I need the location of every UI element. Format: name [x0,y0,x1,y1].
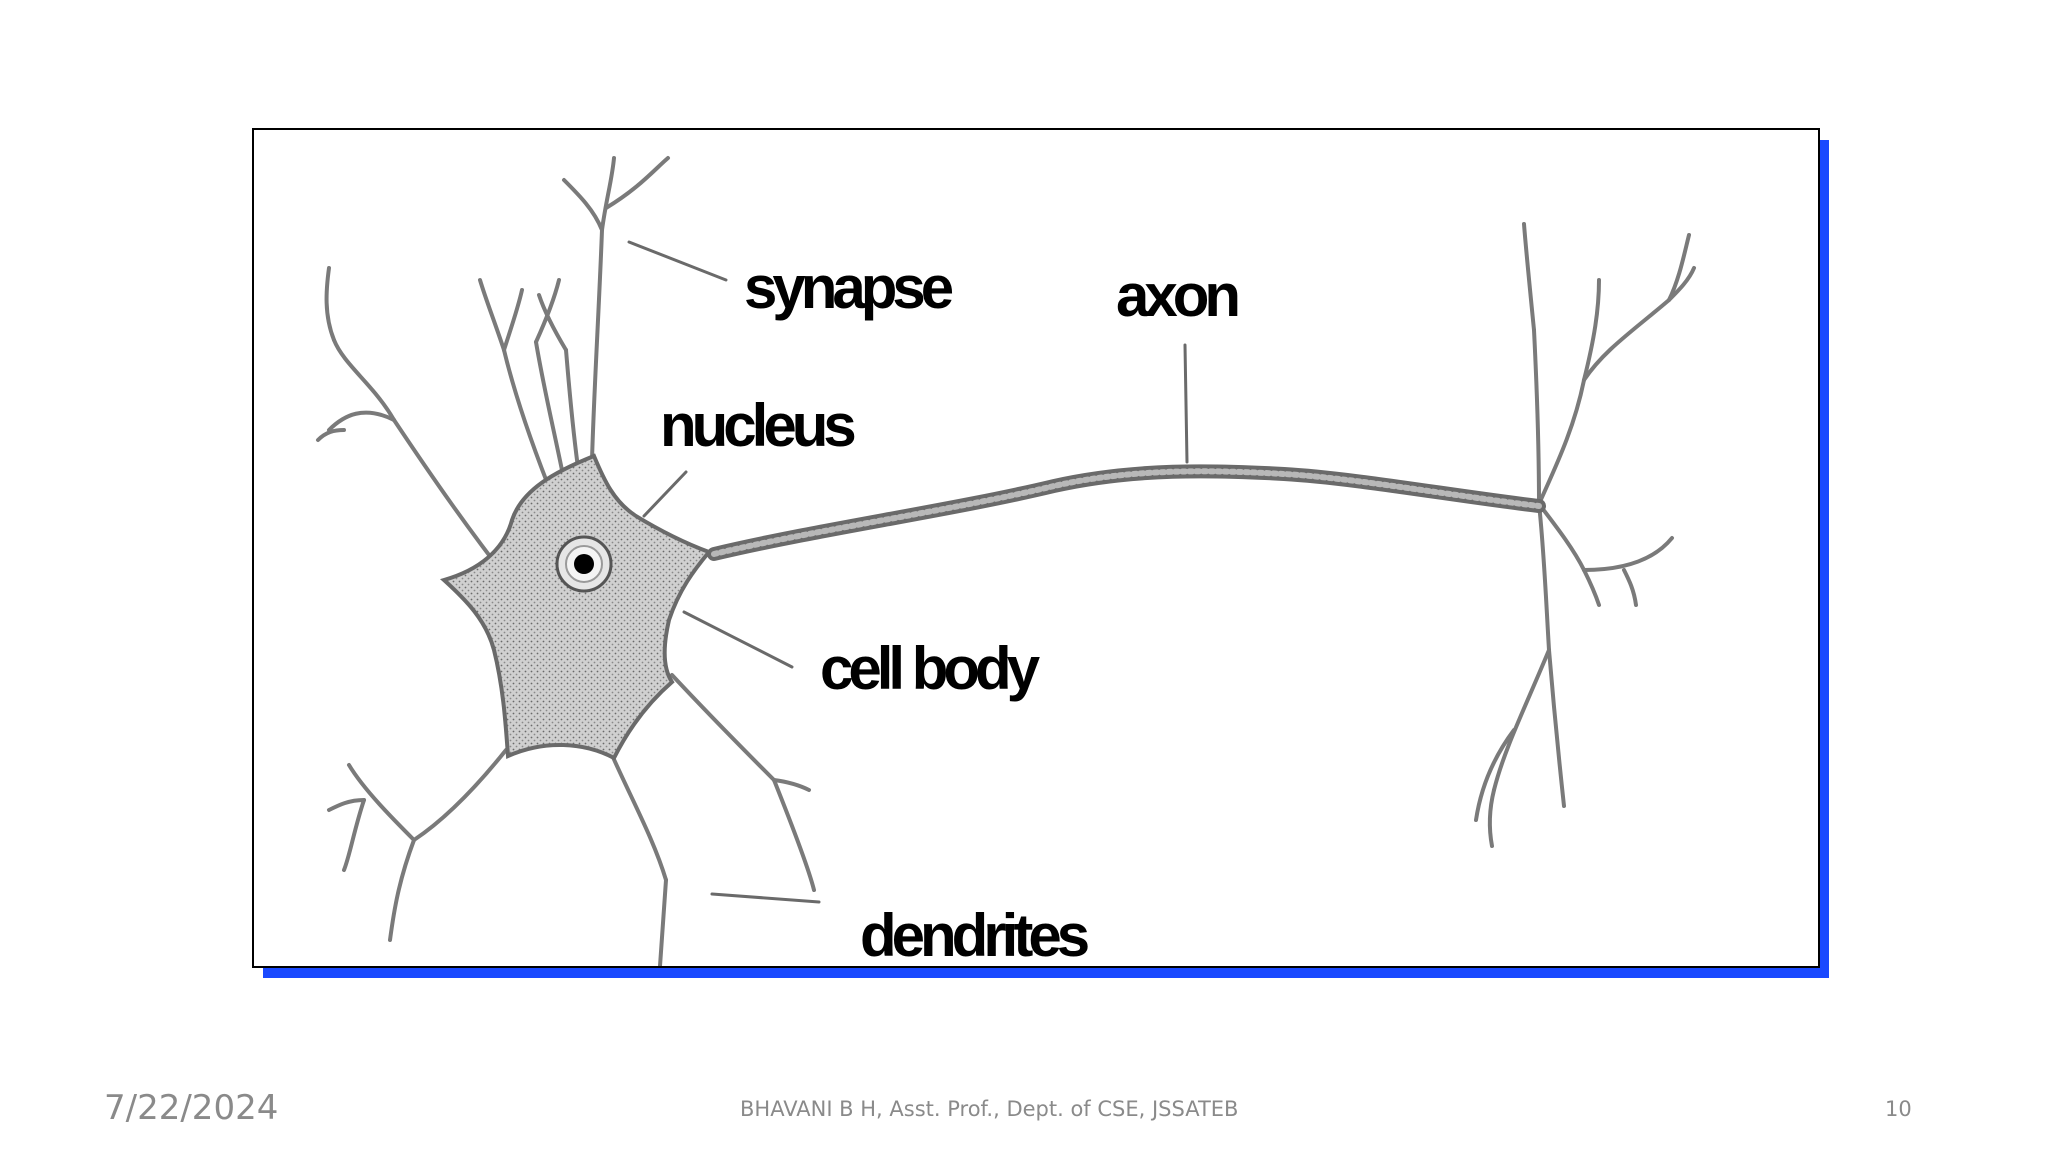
label-synapse: synapse [744,254,954,321]
label-pointers [627,240,1189,904]
footer-date: 7/22/2024 [104,1088,279,1128]
label-cell-body: cell body [820,635,1040,702]
label-axon: axon [1116,262,1241,329]
neuron-diagram: synapse axon nucleus cell body dendrites [252,128,1820,968]
nucleus-drawing [555,535,613,593]
cell-body-shape [439,453,713,761]
label-dendrites: dendrites [860,902,1090,968]
footer-author: BHAVANI B H, Asst. Prof., Dept. of CSE, … [740,1097,1239,1121]
page-number: 10 [1885,1097,1912,1121]
axon-drawing [707,464,1546,561]
dendrites-drawing [316,156,1696,966]
neuron-illustration [316,156,1696,966]
label-nucleus: nucleus [660,392,857,459]
